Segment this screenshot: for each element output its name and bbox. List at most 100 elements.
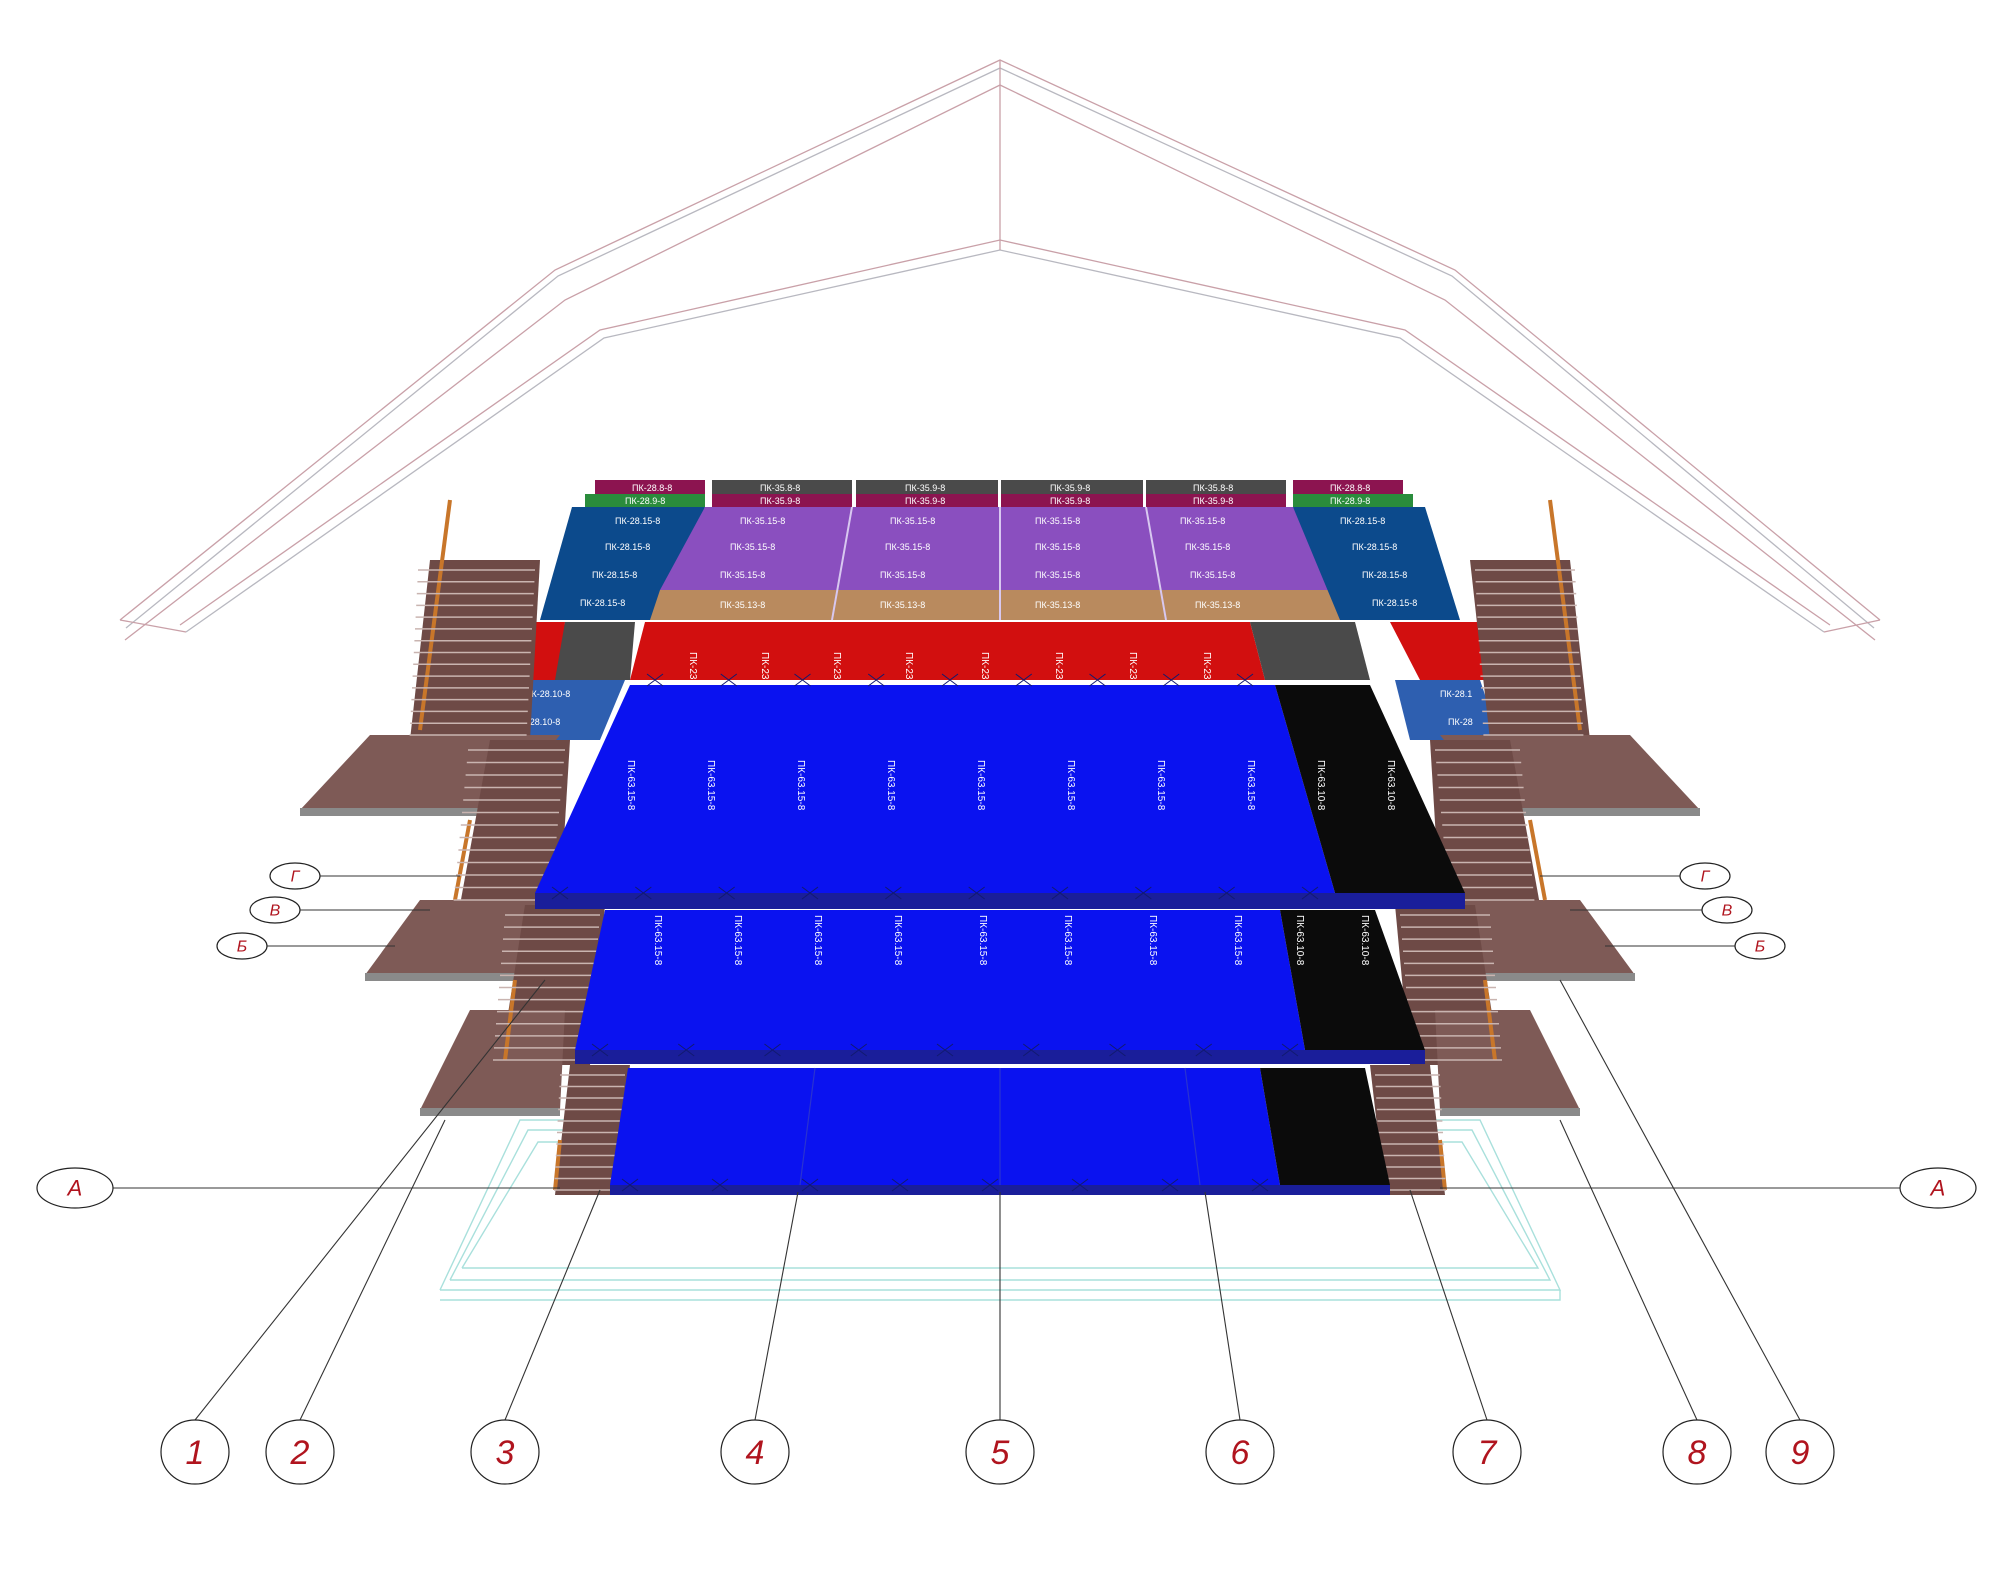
slab-magenta-1	[712, 494, 852, 507]
slab-cross-mark	[551, 886, 569, 900]
axis-leader-8	[1559, 1119, 1698, 1421]
slab-cross-mark	[1236, 673, 1254, 687]
slab-magenta-4	[1146, 494, 1286, 507]
slab-edge-lower	[610, 1185, 1390, 1195]
slab-cross-mark	[718, 886, 735, 900]
axis-marker-1: 1	[160, 1419, 230, 1485]
axis-marker-right-V-label: В	[1722, 903, 1733, 920]
roof-hip-right	[1823, 619, 1881, 633]
label-red-7: ПК-23.15-8	[1127, 652, 1138, 703]
label-purple-4: ПК-35.15-8	[1180, 516, 1225, 526]
axis-marker-6-circle	[1205, 1419, 1275, 1485]
red-labels: ПК-23.15-8 ПК-23.15-8 ПК-23.15-8 ПК-23.1…	[687, 652, 1212, 703]
axis-marker-left-B-label: Б	[237, 939, 247, 956]
slab-gray-3	[1001, 480, 1143, 494]
label-blue-middle-4: ПК-63.15-8	[892, 915, 903, 966]
axis-marker-right-V: В	[1701, 896, 1753, 924]
axis-marker-9-label: 9	[1791, 1434, 1810, 1472]
rail-left-mid	[453, 819, 472, 901]
slab-steel-right	[1395, 680, 1500, 740]
axis-marker-8-circle	[1662, 1419, 1732, 1485]
label-row2-6: ПК-28.9-8	[1330, 496, 1370, 506]
landing-right-mid	[1460, 900, 1635, 975]
axis-marker-3: 3	[470, 1419, 540, 1485]
label-purple-2: ПК-35.15-8	[890, 516, 935, 526]
label-black-middle-1: ПК-63.10-8	[1294, 915, 1305, 966]
slab-red-main	[630, 622, 1265, 680]
landing-left-upper-edge	[300, 808, 500, 816]
label-black-upper-2: ПК-63.10-8	[1385, 760, 1396, 811]
label-tan-1: ПК-35.13-8	[720, 600, 765, 610]
foundation-outline	[439, 1119, 1562, 1301]
slab-cross-mark	[591, 1043, 609, 1057]
label-steel-right-2: ПК-28	[1448, 717, 1473, 727]
lower-seams	[799, 1067, 1201, 1186]
label-blue-middle-1: ПК-63.15-8	[652, 915, 663, 966]
label-red-5: ПК-23.15-8	[979, 652, 990, 703]
slab-cross-mark	[801, 1178, 819, 1192]
label-top-1: ПК-28.8-8	[632, 483, 672, 493]
stair-flight-left-mid	[460, 740, 570, 905]
slab-navy-right	[1293, 507, 1460, 620]
slab-magenta-right	[1293, 480, 1403, 494]
slab-magenta-2	[856, 494, 998, 507]
axis-marker-2-label: 2	[290, 1434, 310, 1472]
rail-right-mid	[1528, 819, 1547, 901]
label-blue-middle-6: ПК-63.15-8	[1062, 915, 1073, 966]
label-tan-4: ПК-35.13-8	[1195, 600, 1240, 610]
label-blue-middle-3: ПК-63.15-8	[812, 915, 823, 966]
label-blue-upper-8: ПК-63.15-8	[1245, 760, 1256, 811]
axis-marker-left-A-label: А	[66, 1176, 83, 1201]
slab-cross-mark	[1022, 1043, 1040, 1057]
axis-leader-7	[1409, 1189, 1488, 1421]
axis-leader-4	[754, 1191, 799, 1421]
label-red-1: ПК-23.15-8	[687, 652, 698, 703]
label-purple-3: ПК-35.15-8	[1035, 516, 1080, 526]
axis-marker-right-B-circle	[1734, 932, 1786, 960]
slab-blue-middle	[575, 910, 1305, 1050]
slab-cross-mark	[764, 1043, 781, 1057]
landing-right-upper-edge	[1500, 808, 1700, 816]
rail-right-low	[1483, 979, 1497, 1061]
middle-labels: ПК-63.15-8 ПК-63.15-8 ПК-63.15-8 ПК-63.1…	[652, 915, 1370, 966]
landing-left-mid	[365, 900, 540, 975]
slab-black-upper	[1275, 685, 1465, 893]
slab-cross-mark	[621, 1178, 639, 1192]
label-purple-8: ПК-35.15-8	[1185, 542, 1230, 552]
lower-blue-floor	[610, 1067, 1390, 1195]
label-blue-upper-5: ПК-63.15-8	[975, 760, 986, 811]
label-blue-middle-8: ПК-63.15-8	[1232, 915, 1243, 966]
label-steel-left-1: ПК-28.10-8	[525, 689, 570, 699]
slab-cross-mark	[1195, 1043, 1213, 1057]
slab-cross-mark	[646, 673, 664, 687]
slab-cross-mark	[794, 673, 811, 687]
stairs-left	[300, 499, 630, 1195]
axis-marker-left-B: Б	[216, 932, 268, 960]
slab-cross-mark	[1071, 1178, 1089, 1192]
axis-marker-4: 4	[720, 1419, 790, 1485]
label-navy-left-2: ПК-28.15-8	[605, 542, 650, 552]
axis-marker-right-G-label: Г	[1701, 869, 1711, 886]
axis-marker-5-label: 5	[991, 1434, 1010, 1472]
label-purple-10: ПК-35.15-8	[880, 570, 925, 580]
label-purple-1: ПК-35.15-8	[740, 516, 785, 526]
upper-labels: ПК-63.15-8 ПК-63.15-8 ПК-63.15-8 ПК-63.1…	[625, 760, 1396, 811]
label-blue-upper-7: ПК-63.15-8	[1155, 760, 1166, 811]
slab-magenta-3	[1001, 494, 1143, 507]
slab-cross-mark	[1109, 1043, 1126, 1057]
slab-cross-mark	[1161, 1178, 1179, 1192]
axis-leader-lines	[113, 673, 1900, 1421]
rail-left-low	[503, 979, 517, 1061]
axis-leader-1	[194, 979, 546, 1421]
axis-leader-6	[1204, 1191, 1241, 1421]
axis-marker-left-B-circle	[216, 932, 268, 960]
label-blue-upper-2: ПК-63.15-8	[705, 760, 716, 811]
label-top-2: ПК-35.8-8	[760, 483, 800, 493]
slab-gray-2	[856, 480, 998, 494]
axis-marker-4-label: 4	[746, 1434, 765, 1472]
label-top-3: ПК-35.9-8	[905, 483, 945, 493]
label-navy-right-3: ПК-28.15-8	[1362, 570, 1407, 580]
axis-marker-left-V-label: В	[270, 903, 281, 920]
slab-cross-mark	[720, 673, 738, 687]
